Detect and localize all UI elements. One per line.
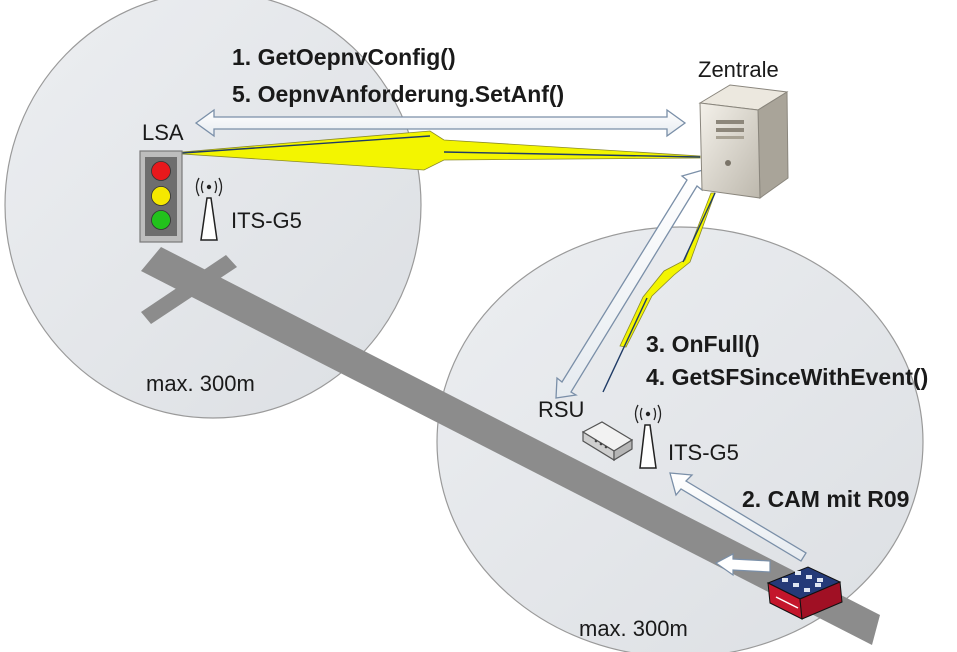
antenna-icon xyxy=(634,404,662,469)
itsg5-rsu-label: ITS-G5 xyxy=(668,440,739,465)
rsu-range-label: max. 300m xyxy=(579,616,688,641)
double-arrow-zentrale-rsu xyxy=(555,169,704,399)
road xyxy=(141,247,880,645)
router-icon xyxy=(581,421,634,462)
message-3-label: 3. OnFull() xyxy=(646,331,760,357)
rsu-range-circle xyxy=(436,226,924,652)
message-4-label: 4. GetSFSinceWithEvent() xyxy=(646,364,928,390)
double-arrow-lsa-zentrale xyxy=(194,108,687,138)
tram-direction-arrow xyxy=(714,553,771,577)
lsa-label: LSA xyxy=(142,120,184,145)
arrow-vehicle-to-rsu xyxy=(669,472,807,562)
server-icon xyxy=(698,84,789,199)
green-lamp xyxy=(151,210,171,230)
rsu-label: RSU xyxy=(538,397,584,422)
wireless-link-lsa-zentrale xyxy=(181,130,701,171)
message-5-label: 5. OepnvAnforderung.SetAnf() xyxy=(232,81,564,107)
message-2-label: 2. CAM mit R09 xyxy=(742,486,909,512)
yellow-lamp xyxy=(151,186,171,206)
itsg5-lsa-label: ITS-G5 xyxy=(231,208,302,233)
intersection-cross xyxy=(141,255,237,324)
red-lamp xyxy=(151,161,171,181)
message-1-label: 1. GetOepnvConfig() xyxy=(232,44,456,70)
lsa-range-label: max. 300m xyxy=(146,371,255,396)
antenna-icon xyxy=(195,177,223,241)
zentrale-label: Zentrale xyxy=(698,57,779,82)
tram-icon xyxy=(766,566,843,620)
traffic-light-icon xyxy=(139,150,183,243)
wireless-link-zentrale-rsu xyxy=(602,192,716,393)
